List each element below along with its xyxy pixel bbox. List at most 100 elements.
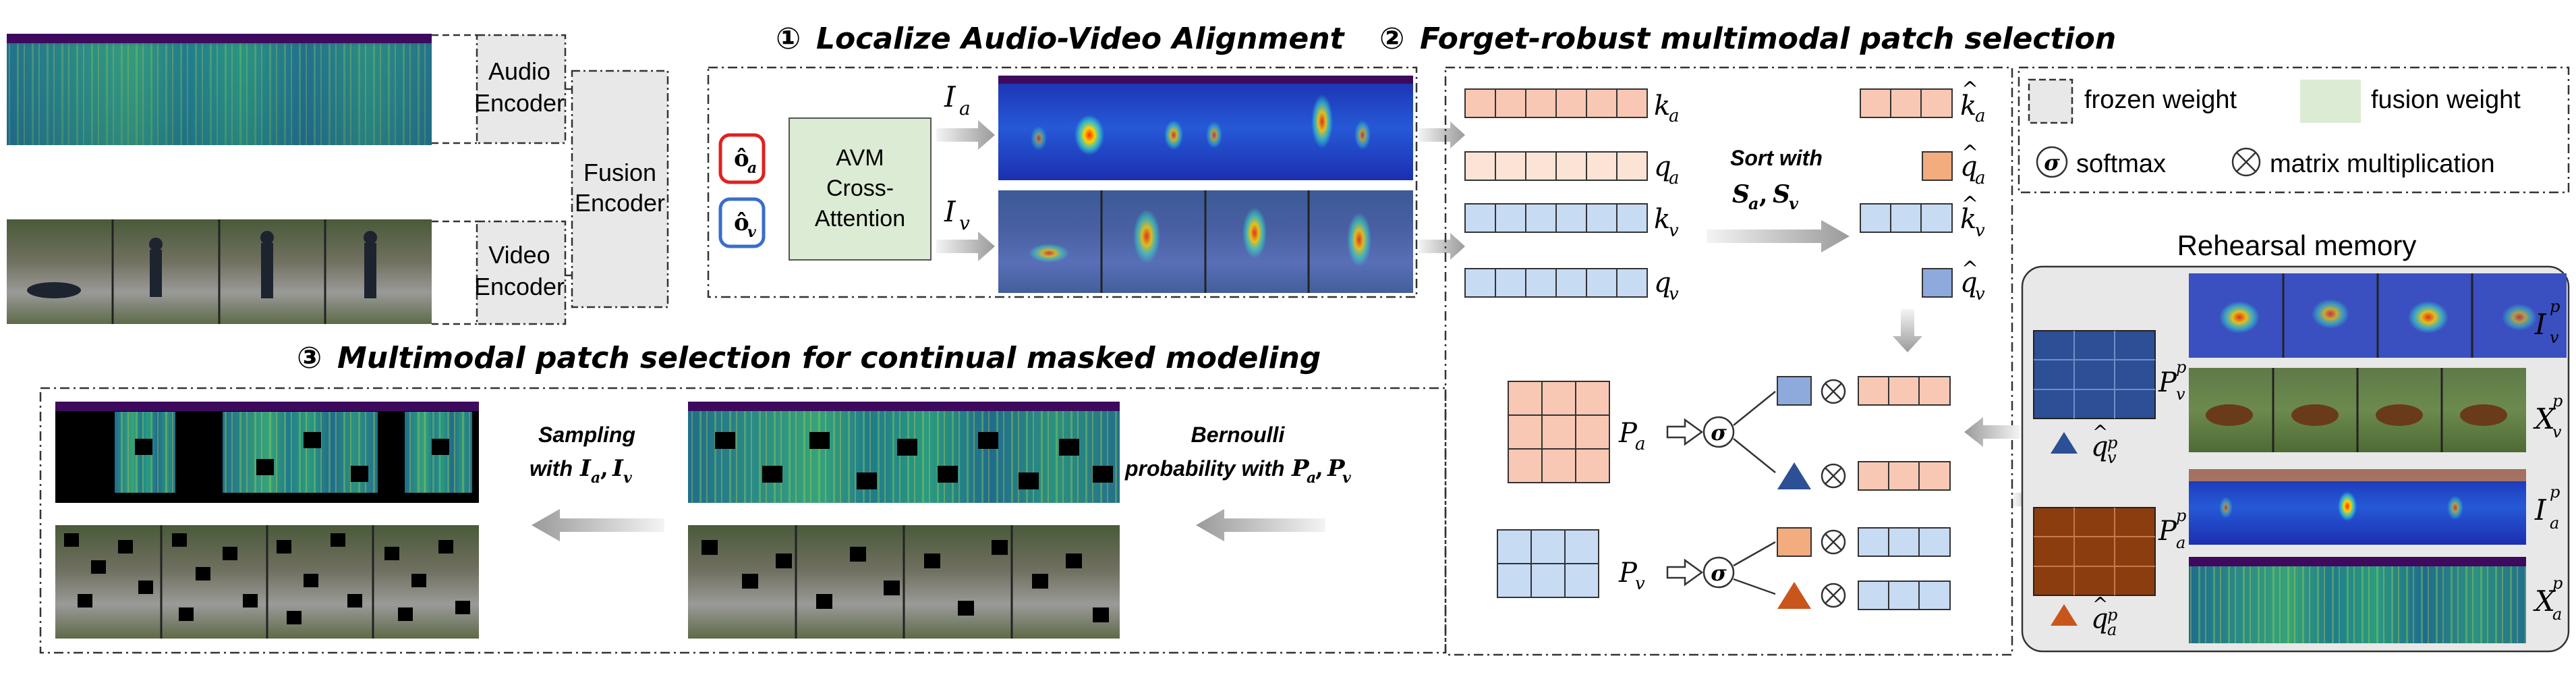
prob-with-text: probability with: [1124, 456, 1284, 481]
bern-Pv-sub: v: [1342, 469, 1351, 487]
Pv-sub: v: [1635, 574, 1645, 594]
fusion-weight-swatch: [2300, 80, 2361, 123]
legend-softmax-icon: [2036, 146, 2068, 178]
qv-sub: v: [1669, 284, 1679, 304]
softmax-sigma: σ: [1711, 420, 1727, 446]
sorted-qv-q: q: [1960, 267, 1978, 298]
section-1-text: Localize Audio-Video Alignment: [816, 22, 1346, 56]
final-masked-audio: [55, 402, 479, 503]
video-attention-heatmap: [998, 190, 1413, 293]
mem-Iv-I: I: [2534, 308, 2547, 341]
mem-qv-sup: p: [2107, 433, 2117, 452]
section-2-text: Forget-robust multimodal patch selection: [1420, 22, 2116, 56]
sort-Sa-sub: a: [1748, 194, 1759, 213]
mem-Pv-P: P: [2158, 367, 2177, 398]
audio-output-token: ô a: [718, 133, 766, 184]
sorted-qv-hat: ^: [1962, 257, 1978, 281]
memory-audio-heatmap: [2189, 469, 2526, 545]
audio-token-o: ô: [734, 145, 749, 172]
kv-k: k: [1654, 204, 1670, 235]
samp-comma: ,: [600, 455, 608, 482]
sampling-with-text: with: [529, 456, 573, 481]
sorted-qa: q ^ a: [1922, 141, 1986, 188]
patch-row-qa: q a: [1464, 151, 1680, 188]
input-audio-spectrogram: [7, 34, 432, 145]
samp-Iv-sub: v: [623, 469, 632, 487]
s1-to-s2-arrow-top: [1419, 122, 1465, 148]
video-token-o: ô: [734, 209, 749, 236]
bern-Pa-sub: a: [1307, 469, 1316, 487]
mem-Pa-sub: a: [2176, 533, 2185, 552]
bernoulli-label: Bernoulli probability with P a , P v: [1124, 423, 1351, 487]
ka-sub: a: [1669, 106, 1680, 126]
memory-audio-spectrogram: [2189, 557, 2526, 643]
mem-qa-sub: a: [2107, 620, 2117, 639]
pa-computation: σ P a: [1508, 376, 1951, 491]
avm-line1: AVM: [836, 145, 884, 171]
video-encoder: Video Encoder: [432, 220, 567, 325]
sorted-ka-sub: a: [1975, 106, 1986, 126]
mem-Pa-sup: p: [2176, 506, 2186, 525]
samp-Iv-I: I: [612, 455, 624, 482]
Pv-P: P: [1618, 558, 1638, 589]
mem-Ia-I: I: [2534, 493, 2547, 526]
memory-pv-grid: [2033, 330, 2156, 419]
mem-Xa-sub: a: [2552, 605, 2562, 624]
sort-with-text: Sort with: [1730, 146, 1823, 170]
bern-Pa-P: P: [1291, 455, 1310, 482]
audio-token-sub: a: [747, 159, 757, 177]
patch-row-ka: k a: [1464, 88, 1680, 126]
legend-frozen-text: frozen weight: [2084, 86, 2237, 114]
label-Ia: I a: [944, 80, 971, 119]
samp-Ia-I: I: [579, 455, 592, 482]
mem-Pv-sup: p: [2176, 358, 2186, 377]
sorted-ka-k: k: [1960, 90, 1976, 122]
pa-grid: [1508, 381, 1610, 483]
mem-qa-sup: p: [2107, 605, 2117, 624]
legend-matmul-text: matrix multiplication: [2270, 150, 2495, 178]
sort-Sv-S: S: [1773, 180, 1790, 209]
mem-qv-q: q: [2091, 431, 2109, 462]
sort-comma: ,: [1759, 180, 1768, 209]
mem-Iv-sub: v: [2550, 328, 2559, 347]
mem-Xv-sup: p: [2552, 392, 2563, 410]
fusion-encoder: Fusion Encoder: [565, 70, 669, 308]
section-1-title: ① Localize Audio-Video Alignment: [776, 22, 1346, 56]
section-3-number: ③: [297, 341, 322, 375]
pv-computation: σ P v: [1497, 527, 1951, 610]
fusion-encoder-line1: Fusion: [583, 159, 656, 186]
avm-to-Iv-arrow: [936, 232, 995, 261]
sorted-qv: q ^ v: [1922, 257, 1985, 304]
bernoulli-masked-video: [688, 525, 1120, 639]
section-1-number: ①: [776, 22, 801, 56]
down-arrow: [1893, 309, 1922, 352]
video-token-sub: v: [747, 223, 756, 241]
bernoulli-arrow: [1196, 509, 1325, 541]
fusion-encoder-line2: Encoder: [575, 189, 665, 217]
mem-qv-sub: v: [2107, 448, 2117, 467]
mem-Ia-sub: a: [2550, 514, 2559, 533]
s1-to-s2-arrow-bottom: [1419, 233, 1465, 260]
legend: frozen weight fusion weight σ softmax ma…: [2017, 66, 2570, 194]
final-masked-video: [55, 525, 479, 639]
section-1-box: [707, 66, 1418, 298]
rehearsal-memory: Rehearsal memory P p v q ^ p v P p a q: [2021, 230, 2570, 653]
memory-qa-triangle: [2051, 604, 2078, 626]
memory-to-s2-arrow: [1964, 417, 2020, 447]
sorted-qa-hat: ^: [1962, 141, 1978, 165]
sorted-kv-hat: ^: [1962, 192, 1978, 216]
sorted-kv-k: k: [1960, 204, 1976, 235]
Ia-sub: a: [959, 97, 971, 119]
bernoulli-masked-audio: [688, 402, 1120, 503]
memory-video-frames: [2189, 368, 2526, 452]
bern-Pv-P: P: [1327, 455, 1346, 482]
avm-to-Ia-arrow: [936, 120, 995, 150]
sorted-ka: k ^ a: [1860, 78, 1986, 126]
mem-Pv-sub: v: [2176, 385, 2185, 404]
kv-sub: v: [1669, 221, 1679, 241]
sorted-kv-sub: v: [1975, 221, 1985, 241]
mem-Ia-sup: p: [2550, 483, 2560, 502]
patch-row-qv: q v: [1464, 267, 1679, 304]
legend-sigma: σ: [2044, 150, 2060, 176]
